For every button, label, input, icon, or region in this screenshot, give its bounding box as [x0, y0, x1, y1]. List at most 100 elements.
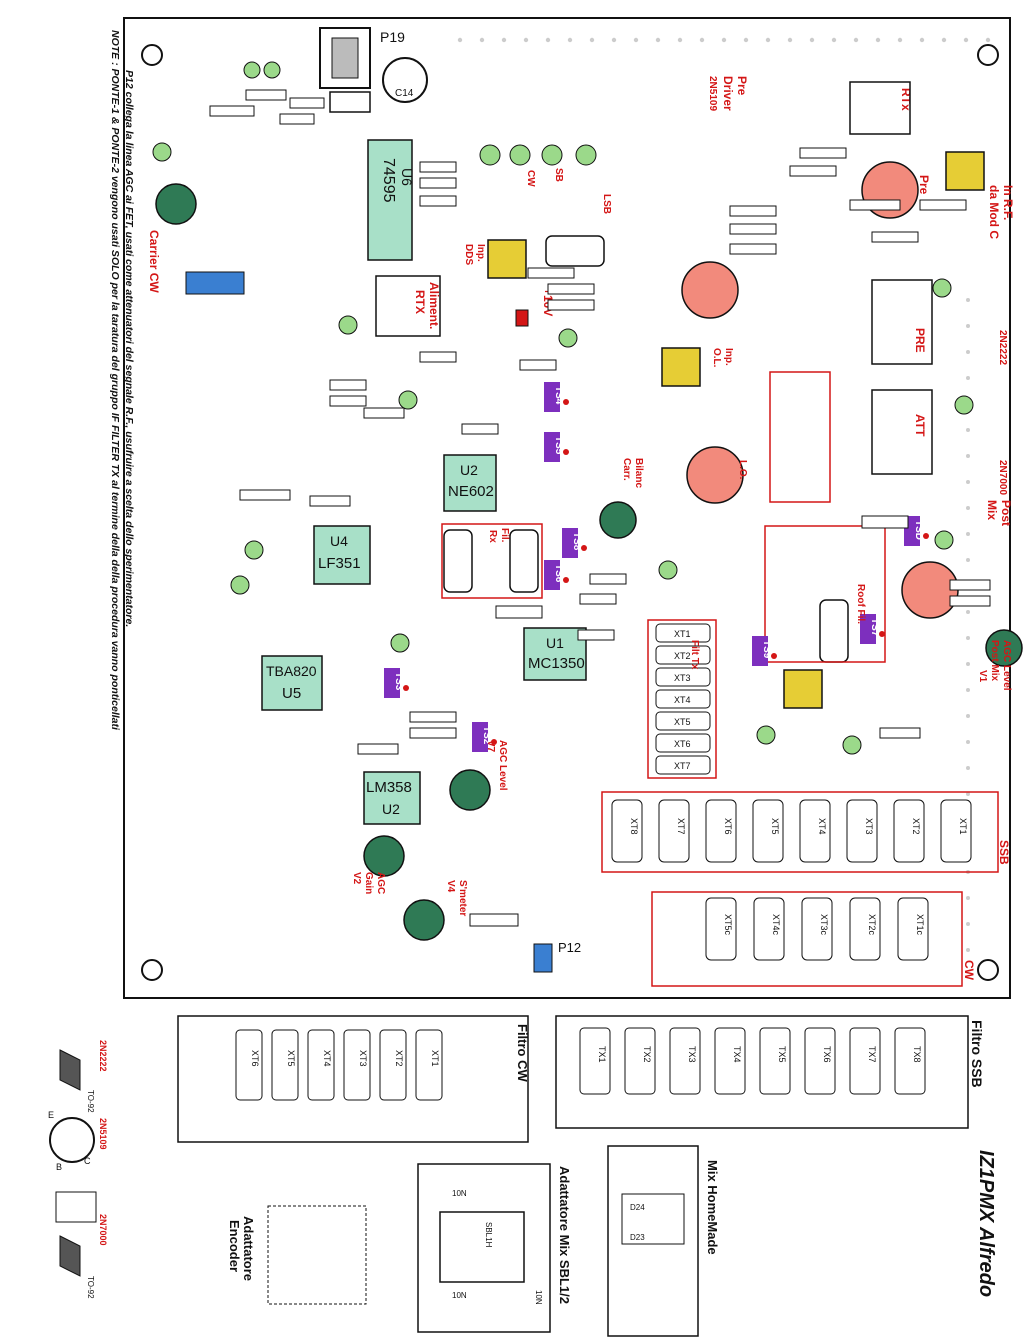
annotation-label: V7 — [485, 740, 496, 753]
cw-crystal: XT1c — [897, 897, 929, 961]
annotation-label: AGC — [375, 872, 386, 894]
svg-text:XT5: XT5 — [674, 717, 691, 727]
svg-text:TS9: TS9 — [761, 640, 772, 659]
svg-text:XT6: XT6 — [674, 739, 691, 749]
m-1: 10N — [452, 1189, 467, 1198]
resistor — [519, 359, 557, 371]
test-point: TS8 — [562, 528, 587, 558]
annotation-label: AGC Level — [497, 740, 508, 791]
resistor — [589, 573, 627, 585]
ic-ref: U2 — [382, 801, 400, 817]
mounting-holes — [141, 44, 999, 981]
svg-text:XT5: XT5 — [286, 1050, 296, 1067]
annotation-label: Carrier CW — [147, 230, 161, 293]
resistor — [949, 595, 991, 607]
cw-board-crystal: XT1 — [415, 1029, 443, 1101]
m-2: 10N — [452, 1291, 467, 1300]
resistor — [409, 727, 457, 739]
svg-text:E: E — [48, 1110, 54, 1120]
tx-crystal: XT3 — [655, 667, 711, 687]
svg-text:TS3: TS3 — [393, 672, 404, 691]
resistor — [579, 593, 617, 605]
annotation-label: In R.F. — [1001, 185, 1015, 220]
svg-text:XT1: XT1 — [674, 629, 691, 639]
cw-board-crystal: XT4 — [307, 1029, 335, 1101]
tx-crystal: XT6 — [655, 733, 711, 753]
resistor — [469, 913, 519, 927]
svg-text:TX3: TX3 — [687, 1046, 697, 1063]
tx-crystal: XT4 — [655, 689, 711, 709]
m-3: SBL1H — [484, 1222, 493, 1248]
ssb-board-crystal: TX8 — [894, 1027, 926, 1095]
board-title: Filtro CW — [515, 1024, 530, 1082]
resistor — [461, 423, 499, 435]
m-4: 10N — [534, 1290, 543, 1305]
svg-text:XT2c: XT2c — [867, 914, 877, 936]
svg-text:TS5: TS5 — [553, 436, 564, 455]
ssb-crystal: XT5 — [752, 799, 784, 863]
svg-text:TX6: TX6 — [822, 1046, 832, 1063]
ic-ref: U6 — [399, 168, 415, 186]
annotation-label: 2N5109 — [707, 76, 718, 111]
resistor — [879, 727, 921, 739]
svg-text:XT3: XT3 — [674, 673, 691, 683]
svg-text:B: B — [56, 1162, 62, 1172]
transistor-pkg: TO-92 — [86, 1276, 95, 1299]
svg-text:TS4: TS4 — [553, 386, 564, 405]
ic-name: LM358 — [366, 779, 412, 796]
trimmers — [155, 183, 1023, 941]
annotation-label: Carr. — [621, 458, 632, 481]
cw-filter-region — [651, 891, 963, 987]
annotation-label: Pre — [735, 76, 749, 96]
board-adattatore-encoder: Adattatore Encoder — [227, 1205, 367, 1305]
ic-74595: 74595 U6 — [367, 139, 415, 261]
resistor — [495, 605, 543, 619]
ic-mc1350: U1 MC1350 — [523, 627, 587, 681]
roof-filter-region — [764, 525, 886, 663]
test-point: TS7 — [860, 614, 885, 644]
p19-label: P19 — [380, 29, 405, 45]
annotation-label: Fil. — [499, 528, 510, 543]
ssb-crystal: XT8 — [611, 799, 643, 863]
transistor-type: 2N7000 — [98, 1214, 108, 1246]
test-point: TS9 — [752, 636, 777, 666]
resistor — [577, 629, 615, 641]
board-title: Encoder — [227, 1220, 242, 1272]
ssb-crystal: XT1 — [940, 799, 972, 863]
tx-crystal: XT5 — [655, 711, 711, 731]
resistor — [245, 89, 287, 101]
resistor — [729, 243, 777, 255]
svg-text:XT1: XT1 — [430, 1050, 440, 1067]
svg-text:XT4c: XT4c — [771, 914, 781, 936]
annotation-label: CW — [525, 170, 536, 187]
resistors — [209, 89, 991, 927]
annotation-label: Post — [999, 500, 1013, 526]
tx-crystal: XT1 — [655, 623, 711, 643]
ssb-label: SSB — [997, 840, 1011, 865]
test-point: TS3 — [384, 668, 409, 698]
annotation-label: O.L. — [711, 348, 722, 368]
ic-name: LF351 — [318, 555, 361, 572]
resistor — [363, 407, 405, 419]
annotation-label: 2N7000 — [997, 460, 1008, 495]
annotation-label: Filt Tx — [689, 640, 700, 670]
svg-text:XT8: XT8 — [629, 818, 639, 835]
annotation-label: Driver — [721, 76, 735, 111]
svg-text:XT2: XT2 — [394, 1050, 404, 1067]
ic-ref: U1 — [546, 635, 564, 651]
cw-board-crystal: XT2 — [379, 1029, 407, 1101]
resistor — [861, 515, 909, 529]
resistor — [799, 147, 847, 159]
relays — [375, 81, 933, 475]
resistor — [209, 105, 255, 117]
resistor — [409, 711, 457, 723]
cw-crystal: XT5c — [705, 897, 737, 961]
test-point: TS2 — [472, 722, 497, 752]
annotation-label: Rx — [487, 530, 498, 543]
annotation-label: V4 — [445, 880, 456, 893]
h-2: D23 — [630, 1233, 645, 1242]
annotation-label: LSB — [601, 194, 612, 214]
transistor-type: 2N2222 — [98, 1040, 108, 1072]
